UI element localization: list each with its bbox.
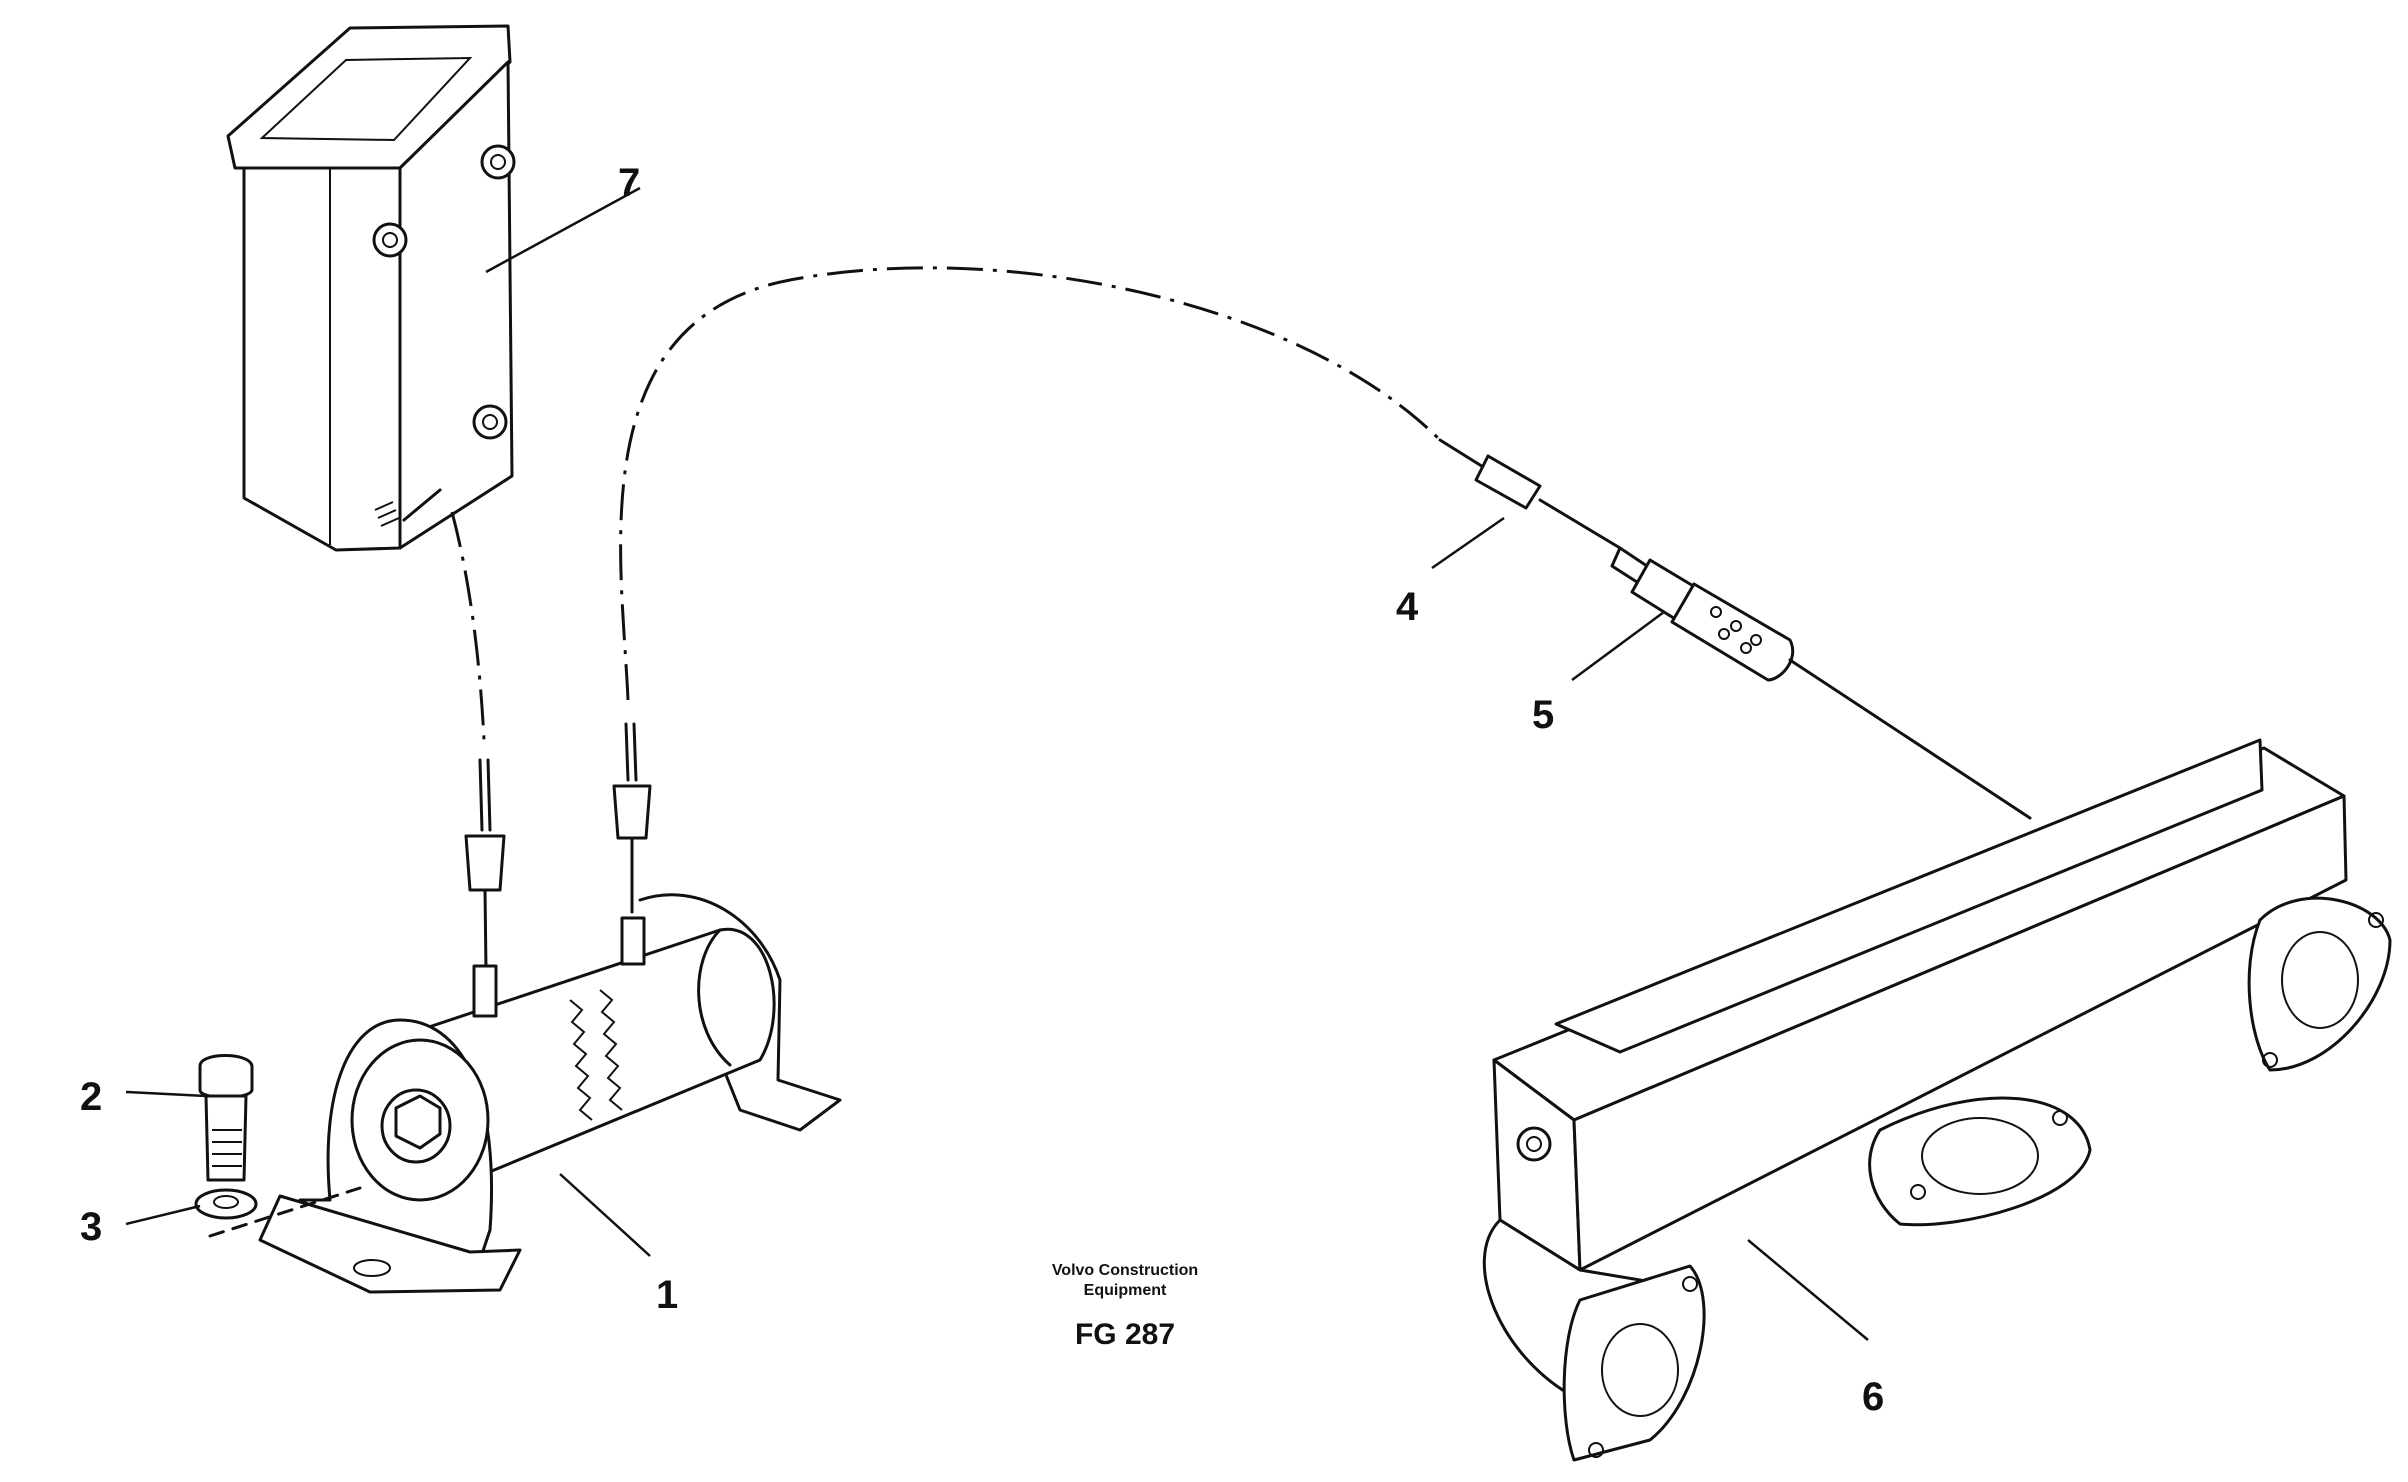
wiring [450,266,1442,741]
control-box [226,24,516,552]
callout-6: 6 [1862,1375,1884,1419]
callout-1: 1 [656,1273,678,1317]
callout-7: 7 [618,161,640,205]
callout-labels: 7 2 3 1 4 5 6 [80,161,1884,1419]
callout-4: 4 [1396,585,1419,629]
maker-name-line2: Equipment [1083,1282,1167,1299]
leader-lines [125,186,1869,1341]
temperature-sensor [1610,546,2032,820]
callout-5: 5 [1532,693,1554,737]
figure-code: FG 287 [1074,1318,1176,1351]
heater-cylinder [258,893,842,1294]
washer [194,1186,362,1238]
terminal-connector [612,722,652,914]
terminal-connector [464,758,506,972]
cable-terminal [1438,438,1622,550]
callout-2: 2 [80,1075,102,1119]
exhaust-manifold [1482,738,2392,1462]
screw [198,1054,254,1182]
callout-3: 3 [80,1205,102,1249]
maker-name-line1: Volvo Construction [1051,1262,1199,1279]
